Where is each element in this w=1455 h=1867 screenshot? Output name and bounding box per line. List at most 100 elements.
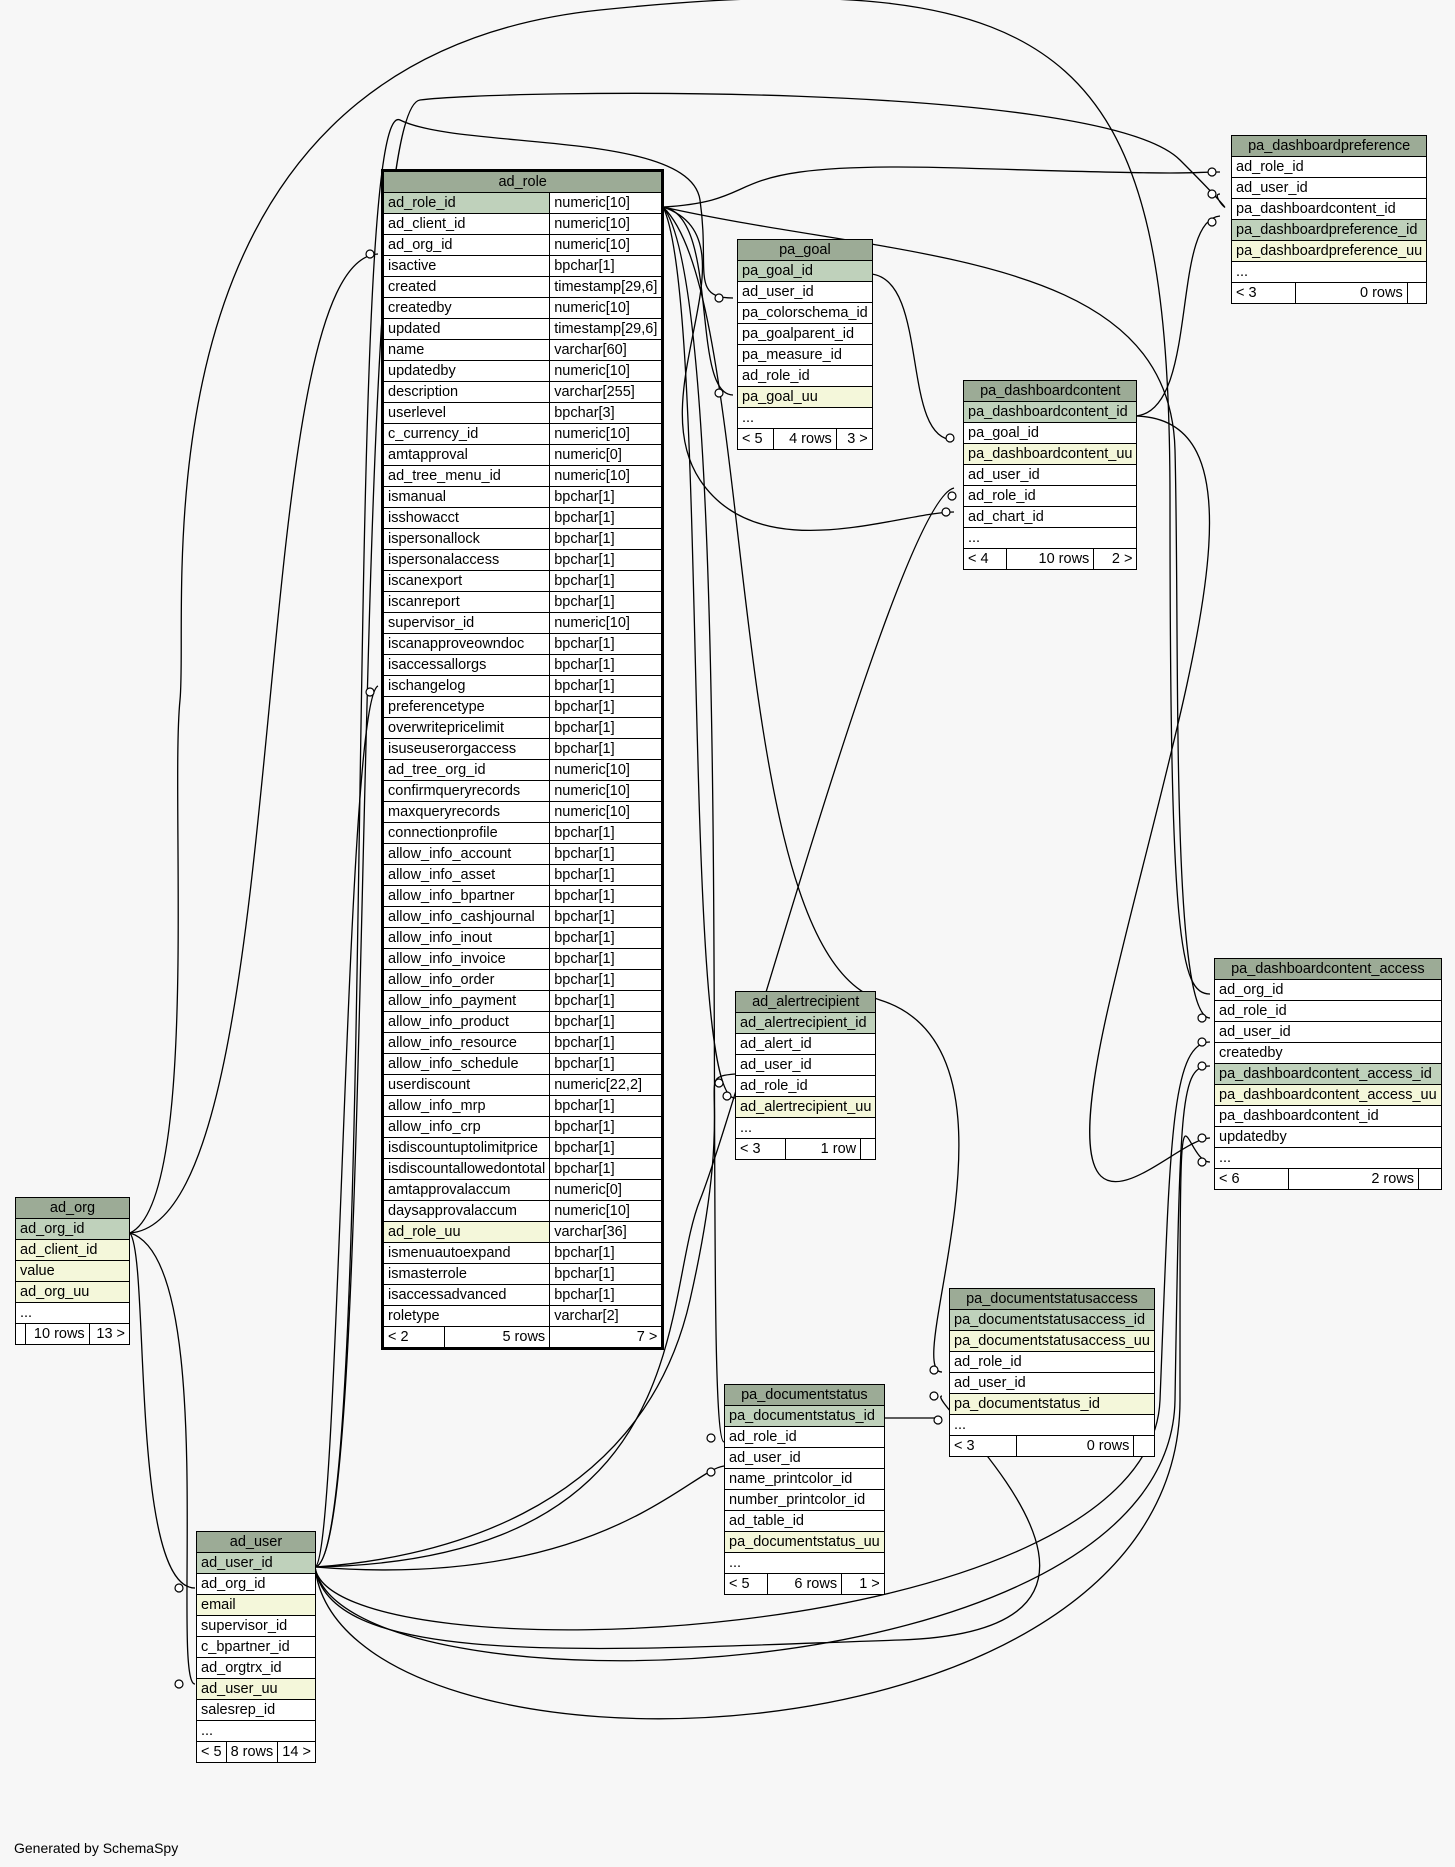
- column-type: bpchar[1]: [549, 717, 664, 739]
- table-row: pa_dashboardcontent_id: [962, 401, 1138, 423]
- column-type: bpchar[1]: [549, 864, 664, 886]
- column-name: ...: [962, 527, 1138, 549]
- row-count: 6 rows: [766, 1573, 843, 1595]
- column-type: bpchar[1]: [549, 1242, 664, 1264]
- column-name: amtapproval: [381, 444, 551, 466]
- column-name: allow_info_schedule: [381, 1053, 551, 1075]
- column-name: ispersonallock: [381, 528, 551, 550]
- edge-user-docaccess: [314, 1395, 1041, 1650]
- table-row: pa_goal_uu: [737, 386, 873, 408]
- table-title: pa_documentstatusaccess: [949, 1288, 1155, 1310]
- column-name: ...: [1230, 261, 1428, 283]
- table-row: value: [15, 1260, 130, 1282]
- column-name: ad_role_id: [381, 192, 551, 214]
- table-row: pa_colorschema_id: [737, 302, 873, 324]
- table-row: ad_table_id: [724, 1510, 885, 1532]
- column-type: varchar[36]: [549, 1221, 664, 1243]
- column-name: ad_org_id: [15, 1218, 130, 1240]
- row-count: 10 rows: [1006, 548, 1095, 570]
- table-row: ad_role_id: [1230, 156, 1428, 178]
- column-type: bpchar[1]: [549, 822, 664, 844]
- row-count: 4 rows: [772, 428, 837, 450]
- column-type: numeric[10]: [549, 297, 664, 319]
- column-name: ...: [734, 1117, 877, 1139]
- column-type: bpchar[1]: [549, 1137, 664, 1159]
- column-name: ad_user_id: [1230, 177, 1428, 199]
- column-name: maxqueryrecords: [381, 801, 551, 823]
- table-row: ...: [1214, 1147, 1442, 1169]
- column-type: numeric[10]: [549, 423, 664, 445]
- column-name: ...: [949, 1414, 1155, 1436]
- table-title: ad_role: [381, 170, 664, 193]
- table-row: ad_role_id: [724, 1426, 885, 1448]
- children-count: 7 >: [549, 1326, 664, 1349]
- column-name: isaccessallorgs: [381, 654, 551, 676]
- column-name: ...: [724, 1552, 885, 1574]
- column-name: created: [381, 276, 551, 298]
- edge-role-goal: [662, 206, 734, 396]
- column-name: connectionprofile: [381, 822, 551, 844]
- column-name: daysapprovalaccum: [381, 1200, 551, 1222]
- column-type: numeric[10]: [549, 192, 664, 214]
- table-title: ad_org: [15, 1197, 130, 1219]
- column-type: bpchar[1]: [549, 570, 664, 592]
- column-name: pa_dashboardcontent_access_uu: [1214, 1084, 1442, 1106]
- column-name: ad_org_uu: [15, 1281, 130, 1303]
- table-row: ...: [734, 1117, 877, 1139]
- table-row: ...: [962, 527, 1138, 549]
- parents-count: < 6: [1213, 1168, 1290, 1190]
- table-row: ad_user_id: [1214, 1021, 1442, 1043]
- column-name: iscanapproveowndoc: [381, 633, 551, 655]
- column-name: pa_dashboardcontent_id: [1214, 1105, 1442, 1127]
- column-type: bpchar[1]: [549, 1263, 664, 1285]
- column-type: bpchar[1]: [549, 1053, 664, 1075]
- table-row: ad_alertrecipient_uu: [734, 1096, 877, 1118]
- column-type: bpchar[1]: [549, 654, 664, 676]
- table-row: supervisor_id: [196, 1615, 316, 1637]
- column-name: ad_role_id: [1230, 156, 1428, 178]
- column-name: ad_org_id: [381, 234, 551, 256]
- parents-count: < 5: [724, 1573, 768, 1595]
- column-type: numeric[10]: [549, 360, 664, 382]
- table-row: ad_org_id: [1214, 979, 1442, 1001]
- column-type: bpchar[1]: [549, 990, 664, 1012]
- edge-org-orgtrx: [129, 1232, 196, 1685]
- column-type: numeric[10]: [549, 801, 664, 823]
- children-count: [1406, 282, 1428, 304]
- column-type: bpchar[1]: [549, 1284, 664, 1306]
- column-name: ad_user_id: [949, 1372, 1155, 1394]
- table-row: pa_dashboardcontent_id: [1230, 198, 1428, 220]
- table-row: salesrep_id: [196, 1699, 316, 1721]
- edge-user-dca-user: [314, 1041, 1211, 1631]
- children-count: 2 >: [1093, 548, 1138, 570]
- table-row: ad_role_id: [734, 1075, 877, 1097]
- column-name: overwritepricelimit: [381, 717, 551, 739]
- column-type: varchar[60]: [549, 339, 664, 361]
- column-name: ad_user_id: [196, 1552, 316, 1574]
- column-name: confirmqueryrecords: [381, 780, 551, 802]
- table-row: pa_documentstatus_id: [949, 1393, 1155, 1415]
- column-type: timestamp[29,6]: [549, 318, 664, 340]
- table-title: pa_dashboardpreference: [1230, 135, 1428, 157]
- column-name: preferencetype: [381, 696, 551, 718]
- edge-user-dashpref: [314, 92, 1226, 1568]
- table-row: ad_user_id: [734, 1054, 877, 1076]
